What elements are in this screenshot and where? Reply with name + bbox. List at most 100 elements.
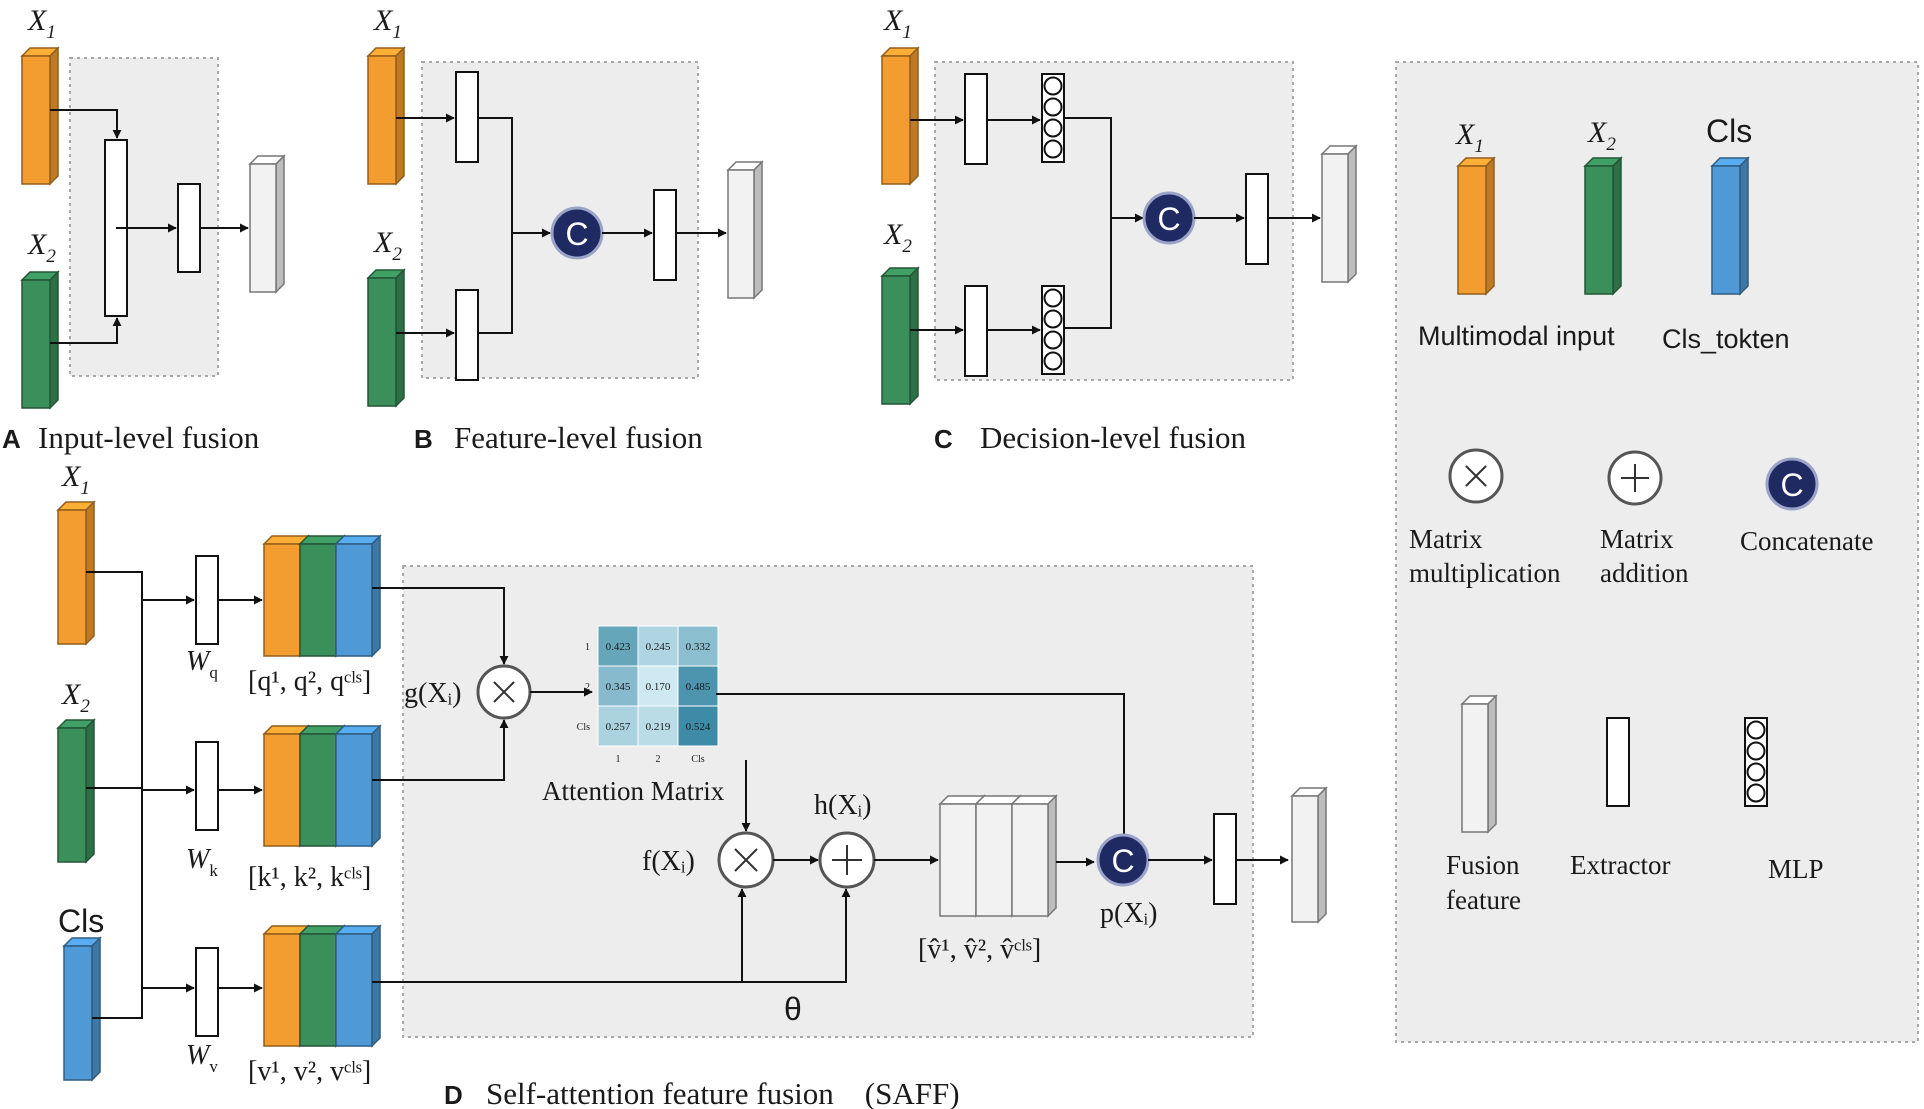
x1-label: X1: [883, 4, 912, 43]
fused-extractor: [1245, 173, 1269, 265]
attention-col-label: 2: [656, 754, 661, 765]
svg-text:C: C: [565, 216, 588, 252]
panel-b-letter: B: [414, 424, 433, 454]
x1-label: X1: [373, 4, 402, 43]
panel-c-title: Decision-level fusion: [980, 420, 1247, 455]
panel-a-letter: A: [2, 424, 21, 454]
legend: X1 X2 Cls Multimodal input Cls_tokten C …: [1409, 113, 1873, 915]
attention-value: 0.524: [686, 721, 711, 733]
h-matrix-addition-icon: [818, 831, 876, 889]
x1-input-block: [366, 46, 406, 186]
svg-text:C: C: [1111, 843, 1134, 879]
x1-arrow: [50, 109, 122, 139]
legend-matrix-add-line1: Matrix: [1600, 524, 1674, 554]
input-merge-line: [86, 571, 143, 1019]
legend-extractor: Extractor: [1570, 850, 1670, 880]
legend-extractor-box: [1606, 717, 1630, 807]
wv-label: Wv: [186, 1040, 218, 1076]
attention-value: 0.423: [606, 641, 631, 653]
legend-cls-label: Cls: [1706, 113, 1752, 149]
attention-matrix-label: Attention Matrix: [542, 776, 725, 806]
kcls-block: [334, 724, 382, 848]
x2-label: X2: [61, 678, 90, 717]
fusion-feature-block: [726, 160, 764, 300]
legend-matrix-add-line2: addition: [1600, 558, 1689, 588]
extractor-box: [177, 183, 201, 273]
x2-input-block: [366, 268, 406, 408]
k-to-mult-arrow: [372, 719, 509, 781]
panel-c: C X1 X2 C Decision-level fusion: [880, 4, 1358, 455]
attention-row-label: Cls: [577, 722, 590, 733]
legend-matrix-mult-line1: Matrix: [1409, 524, 1483, 554]
f-matrix-multiplication-icon: [717, 831, 775, 889]
svg-text:C: C: [1157, 201, 1180, 237]
svg-text:C: C: [1780, 467, 1803, 503]
attention-cell: [637, 705, 679, 747]
x2-input-block: [880, 266, 920, 406]
fusion-feature-block: [1290, 786, 1328, 924]
x2-label: X2: [883, 218, 912, 257]
vhat-vector-label: [v̂¹, v̂², v̂ᶜˡˢ]: [918, 934, 1041, 965]
wk-label: Wk: [186, 844, 218, 880]
legend-fusion-feature-block: [1460, 694, 1498, 834]
attention-value: 0.257: [606, 721, 631, 733]
concatenate-icon: C: [550, 206, 604, 260]
x1-label: X1: [27, 4, 56, 43]
theta-label: θ: [784, 991, 802, 1027]
attention-cell: [597, 625, 639, 667]
merge-line: [478, 117, 513, 334]
x2-extractor: [964, 285, 988, 377]
vcls-block: [334, 924, 382, 1048]
matrix-addition-icon: [1607, 450, 1663, 506]
panel-d-title: Self-attention feature fusion (SAFF): [486, 1076, 960, 1109]
legend-concatenate: Concatenate: [1740, 526, 1873, 556]
x1-mlp: [1041, 73, 1065, 163]
legend-x1-label: X1: [1455, 118, 1484, 157]
f-function-label: f(Xᵢ): [642, 846, 695, 877]
legend-multimodal-input: Multimodal input: [1418, 321, 1615, 351]
v-stack: [262, 924, 382, 1048]
wq-label: Wq: [186, 646, 218, 682]
x1-input-block: [20, 46, 60, 186]
attention-col-label: Cls: [691, 754, 704, 765]
panel-d-background: [402, 565, 1254, 1038]
panel-a-title: Input-level fusion: [38, 420, 260, 455]
attention-value: 0.332: [686, 641, 711, 653]
concatenate-icon: C: [1765, 457, 1819, 511]
x2-label: X2: [27, 228, 56, 267]
legend-fusion-line1: Fusion: [1446, 850, 1520, 880]
k-vector-label: [k¹, k², kᶜˡˢ]: [248, 862, 371, 893]
attention-cell: [677, 705, 719, 747]
attention-value: 0.219: [646, 721, 671, 733]
x2-extractor: [455, 289, 479, 381]
fused-extractor: [1213, 813, 1237, 905]
attention-cell: [597, 665, 639, 707]
k-stack: [262, 724, 382, 848]
x1-extractor: [455, 71, 479, 163]
legend-fusion-line2: feature: [1446, 885, 1521, 915]
cls-input-block: [62, 936, 102, 1082]
concatenate-icon: C: [1142, 191, 1196, 245]
legend-matrix-mult-line2: multiplication: [1409, 558, 1561, 588]
wk-box: [195, 741, 219, 831]
panel-c-letter: C: [934, 424, 953, 454]
legend-cls-token: Cls_tokten: [1662, 324, 1790, 354]
x2-label: X2: [373, 226, 402, 265]
merge-line: [1064, 117, 1112, 329]
attention-row-label: 1: [585, 642, 590, 653]
wv-box: [195, 947, 219, 1037]
h-function-label: h(Xᵢ): [814, 790, 871, 821]
legend-x2-label: X2: [1587, 116, 1616, 155]
legend-x2-block: [1583, 156, 1623, 296]
vhatcls-block: [1010, 794, 1058, 918]
wq-box: [195, 555, 219, 645]
fused-extractor: [653, 189, 677, 281]
x2-arrow: [50, 317, 122, 344]
fusion-feature-block: [1320, 144, 1358, 284]
attention-row-label: 2: [585, 682, 590, 693]
attention-cell: [677, 625, 719, 667]
matrix-multiplication-icon: [1448, 448, 1504, 504]
v-vector-label: [v¹, v², vᶜˡˢ]: [248, 1056, 371, 1087]
